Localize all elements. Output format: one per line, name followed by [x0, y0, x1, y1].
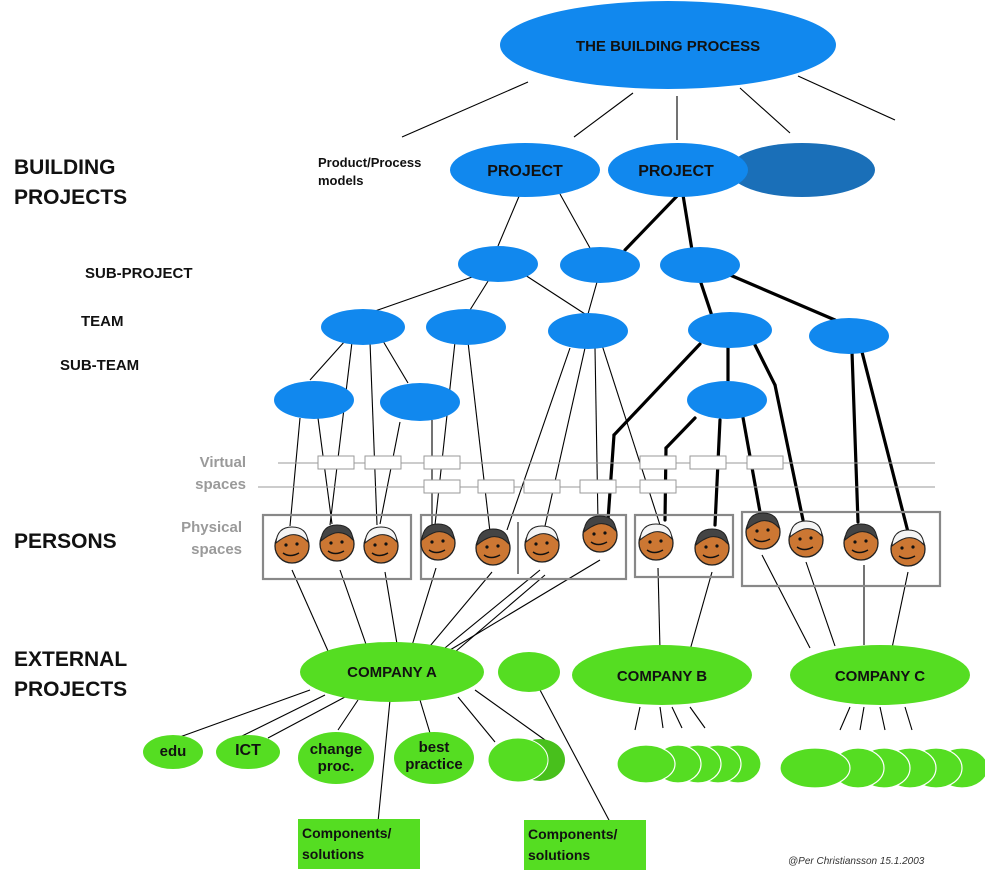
components-box-1: [298, 819, 420, 869]
stacked-node: [487, 737, 549, 783]
person-face-icon: [638, 523, 674, 561]
subproject-node: [660, 247, 740, 283]
person-face-icon: [420, 523, 456, 561]
level-label-external-projects: EXTERNAL PROJECTS: [14, 648, 128, 701]
branch-label-ict: ICT: [235, 742, 261, 759]
team-node: [688, 312, 772, 348]
level-label-team: TEAM: [81, 313, 124, 330]
virtual-spaces-rails: [258, 455, 935, 494]
team-node: [809, 318, 889, 354]
company-a-node: [300, 642, 484, 702]
subteam-node: [687, 381, 767, 419]
person-face-icon: [694, 528, 730, 566]
building-process-node: [500, 1, 836, 89]
person-face-icon: [582, 515, 618, 553]
branch-node-edu: [143, 735, 203, 769]
building-process-title: THE BUILDING PROCESS: [576, 38, 760, 55]
person-face-icon: [745, 512, 781, 550]
components-box-2: [524, 820, 646, 870]
branch-label-change-proc: change proc.: [309, 741, 363, 775]
company-c-stack: [779, 747, 985, 789]
person-face-icon: [843, 523, 879, 561]
virtual-spaces-label: Virtual spaces: [195, 454, 246, 493]
project-label-2: PROJECT: [638, 163, 714, 180]
company-c-node: [790, 645, 970, 705]
team-node: [321, 309, 405, 345]
person-face-icon: [274, 526, 310, 564]
branch-label-edu: edu: [159, 743, 187, 760]
branch-node-practice: [394, 732, 474, 784]
physical-spaces-label: Physical spaces: [181, 519, 242, 558]
team-node: [426, 309, 506, 345]
branch-node-change: [298, 732, 374, 784]
subteam-node: [380, 383, 460, 421]
level-label-sub-project: SUB-PROJECT: [85, 265, 193, 282]
person-face-icon: [890, 529, 926, 567]
person-face-icon: [524, 525, 560, 563]
branch-node-ict: [216, 735, 280, 769]
company-a-label: COMPANY A: [347, 664, 437, 681]
company-b-node: [572, 645, 752, 705]
project-node-3: [729, 143, 875, 197]
components-label-2: Components/ solutions: [528, 826, 618, 863]
green-nodes: [143, 642, 985, 870]
person-face-icon: [319, 524, 355, 562]
subteam-node: [274, 381, 354, 419]
level-label-sub-team: SUB-TEAM: [60, 357, 140, 374]
company-b-stack: [616, 744, 762, 784]
subproject-node: [560, 247, 640, 283]
product-process-models-label: Product/Process models: [318, 155, 422, 188]
company-extra-node: [498, 652, 560, 692]
copyright-note: @Per Christiansson 15.1.2003: [788, 856, 925, 867]
company-c-label: COMPANY C: [835, 668, 925, 685]
project-node-2: [608, 143, 748, 197]
level-label-building-projects: BUILDING PROJECTS: [14, 156, 128, 209]
person-face-icon: [363, 526, 399, 564]
components-label-1: Components/ solutions: [302, 825, 392, 862]
subproject-node: [458, 246, 538, 282]
branch-label-best-practice: best practice: [405, 739, 463, 773]
persons: [274, 512, 926, 567]
blue-nodes: [274, 1, 889, 421]
level-label-persons: PERSONS: [14, 530, 117, 553]
thick-connectors: [606, 193, 910, 534]
person-face-icon: [788, 520, 824, 558]
team-node: [548, 313, 628, 349]
thin-connectors: [176, 75, 913, 823]
project-node-1: [450, 143, 600, 197]
company-b-label: COMPANY B: [617, 668, 707, 685]
person-face-icon: [475, 528, 511, 566]
project-label-1: PROJECT: [487, 163, 563, 180]
